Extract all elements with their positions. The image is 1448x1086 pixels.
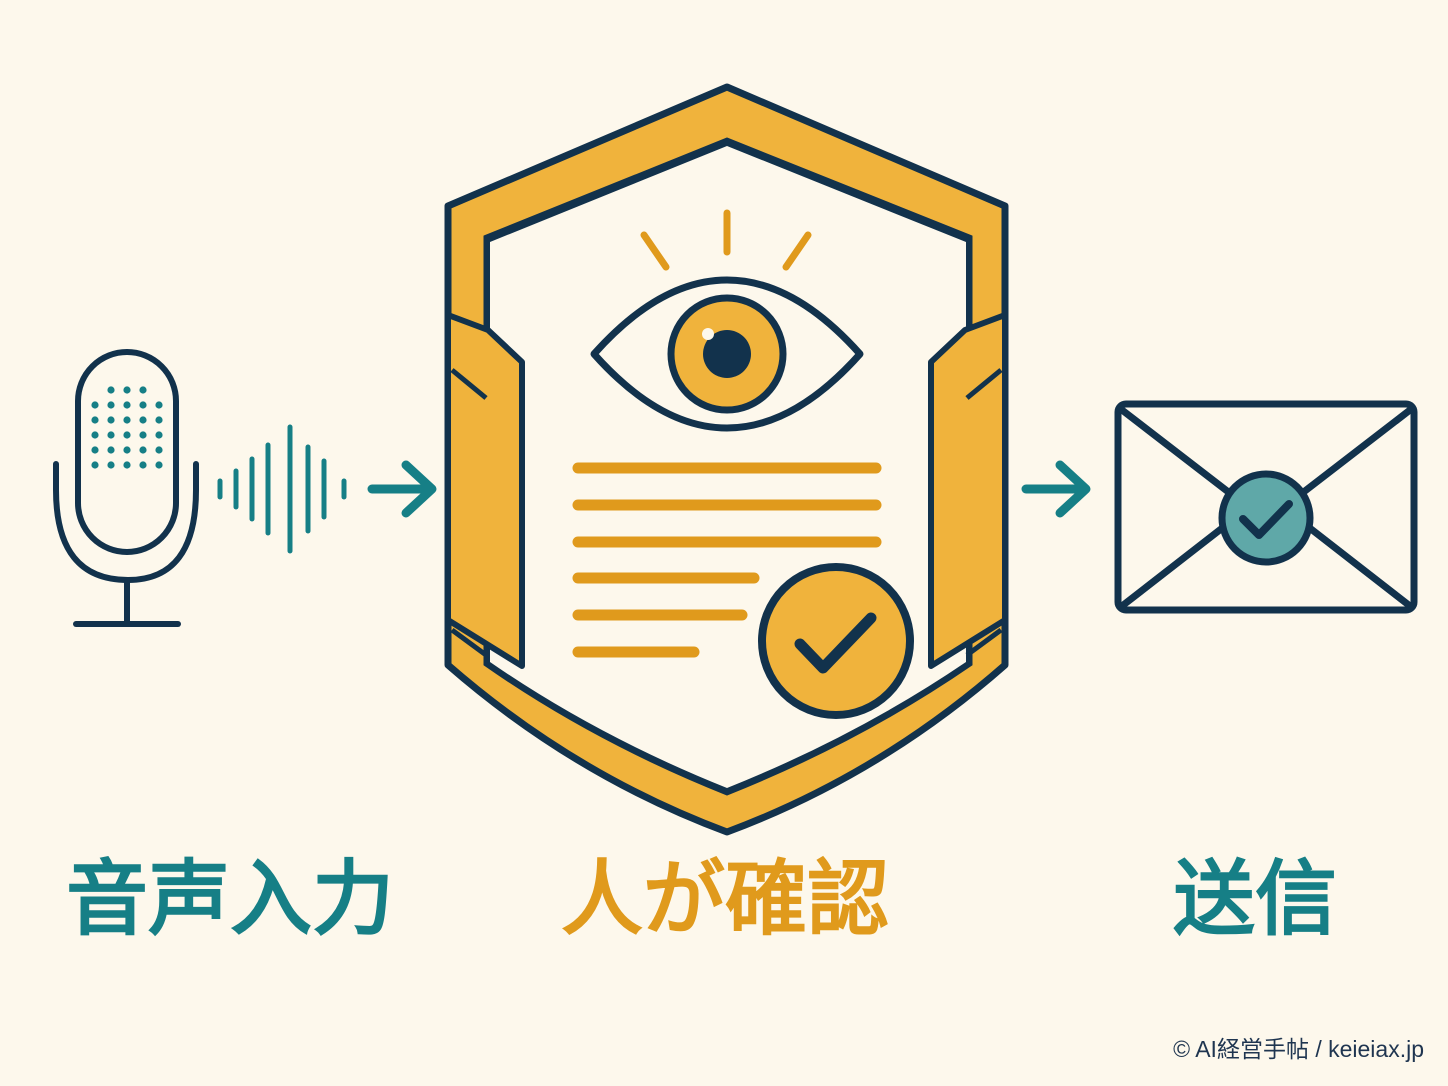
grille-dot xyxy=(155,416,163,424)
grille-dot xyxy=(123,386,131,394)
microphone-grille xyxy=(91,386,163,469)
sound-wave-icon xyxy=(217,424,347,554)
grille-dot xyxy=(107,431,115,439)
grille-dot xyxy=(91,401,99,409)
grille-dot xyxy=(123,461,131,469)
copyright-credit: © AI経営手帖 / keieiax.jp xyxy=(1173,1036,1424,1062)
grille-dot xyxy=(107,386,115,394)
grille-dot xyxy=(107,401,115,409)
microphone-icon xyxy=(53,349,199,627)
grille-dot xyxy=(139,416,147,424)
grille-dot xyxy=(91,446,99,454)
step-label-voice-input: 音声入力 xyxy=(65,852,394,947)
envelope-check-icon xyxy=(1218,470,1314,566)
step-label-human-review: 人が確認 xyxy=(560,852,889,947)
grille-dot xyxy=(139,401,147,409)
grille-dot xyxy=(139,446,147,454)
arrow-right-icon xyxy=(367,460,437,518)
arrow-right-icon xyxy=(1021,460,1091,518)
grille-dot xyxy=(155,446,163,454)
grille-dot xyxy=(123,401,131,409)
grille-dot xyxy=(155,401,163,409)
grille-dot xyxy=(91,461,99,469)
grille-dot xyxy=(107,461,115,469)
eye-icon xyxy=(590,276,864,432)
grille-dot xyxy=(139,431,147,439)
grille-dot xyxy=(155,461,163,469)
shield-icon xyxy=(444,83,1009,836)
grille-dot xyxy=(107,446,115,454)
document-lines-icon xyxy=(572,462,882,658)
grille-dot xyxy=(139,386,147,394)
grille-dot xyxy=(107,416,115,424)
grille-dot xyxy=(123,446,131,454)
grille-dot xyxy=(123,431,131,439)
eye-rays-icon xyxy=(640,209,812,271)
check-circle-icon xyxy=(758,563,914,719)
grille-dot xyxy=(123,416,131,424)
grille-dot xyxy=(155,431,163,439)
step-label-send: 送信 xyxy=(1172,852,1337,947)
grille-dot xyxy=(91,431,99,439)
grille-dot xyxy=(139,461,147,469)
grille-dot xyxy=(91,416,99,424)
